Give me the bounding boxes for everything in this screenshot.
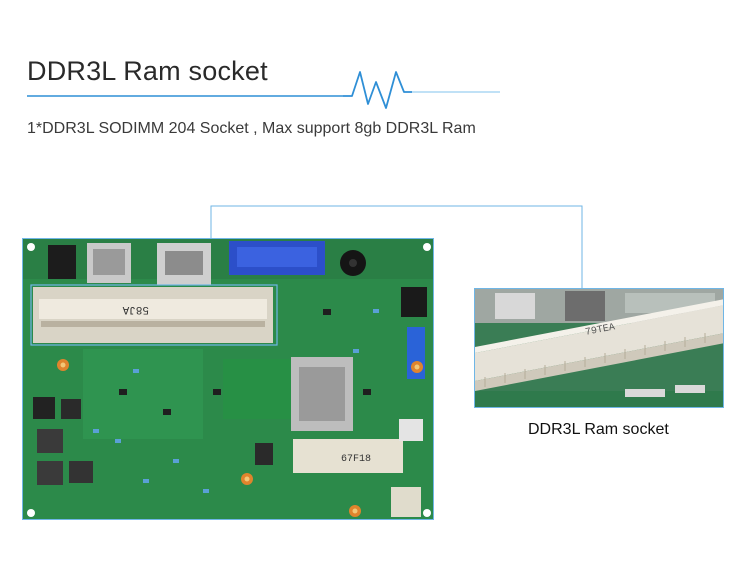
- socket-description: 1*DDR3L SODIMM 204 Socket , Max support …: [27, 120, 476, 137]
- header-rule: [27, 71, 500, 109]
- socket-zoom-photo: 79TEA: [474, 288, 724, 408]
- motherboard-photo: 58JA 67F18: [22, 238, 434, 520]
- svg-text:67F18: 67F18: [341, 454, 371, 465]
- zoom-caption: DDR3L Ram socket: [528, 421, 669, 438]
- page-title: DDR3L Ram socket: [27, 56, 268, 86]
- board-socket-label: 58JA: [122, 303, 149, 315]
